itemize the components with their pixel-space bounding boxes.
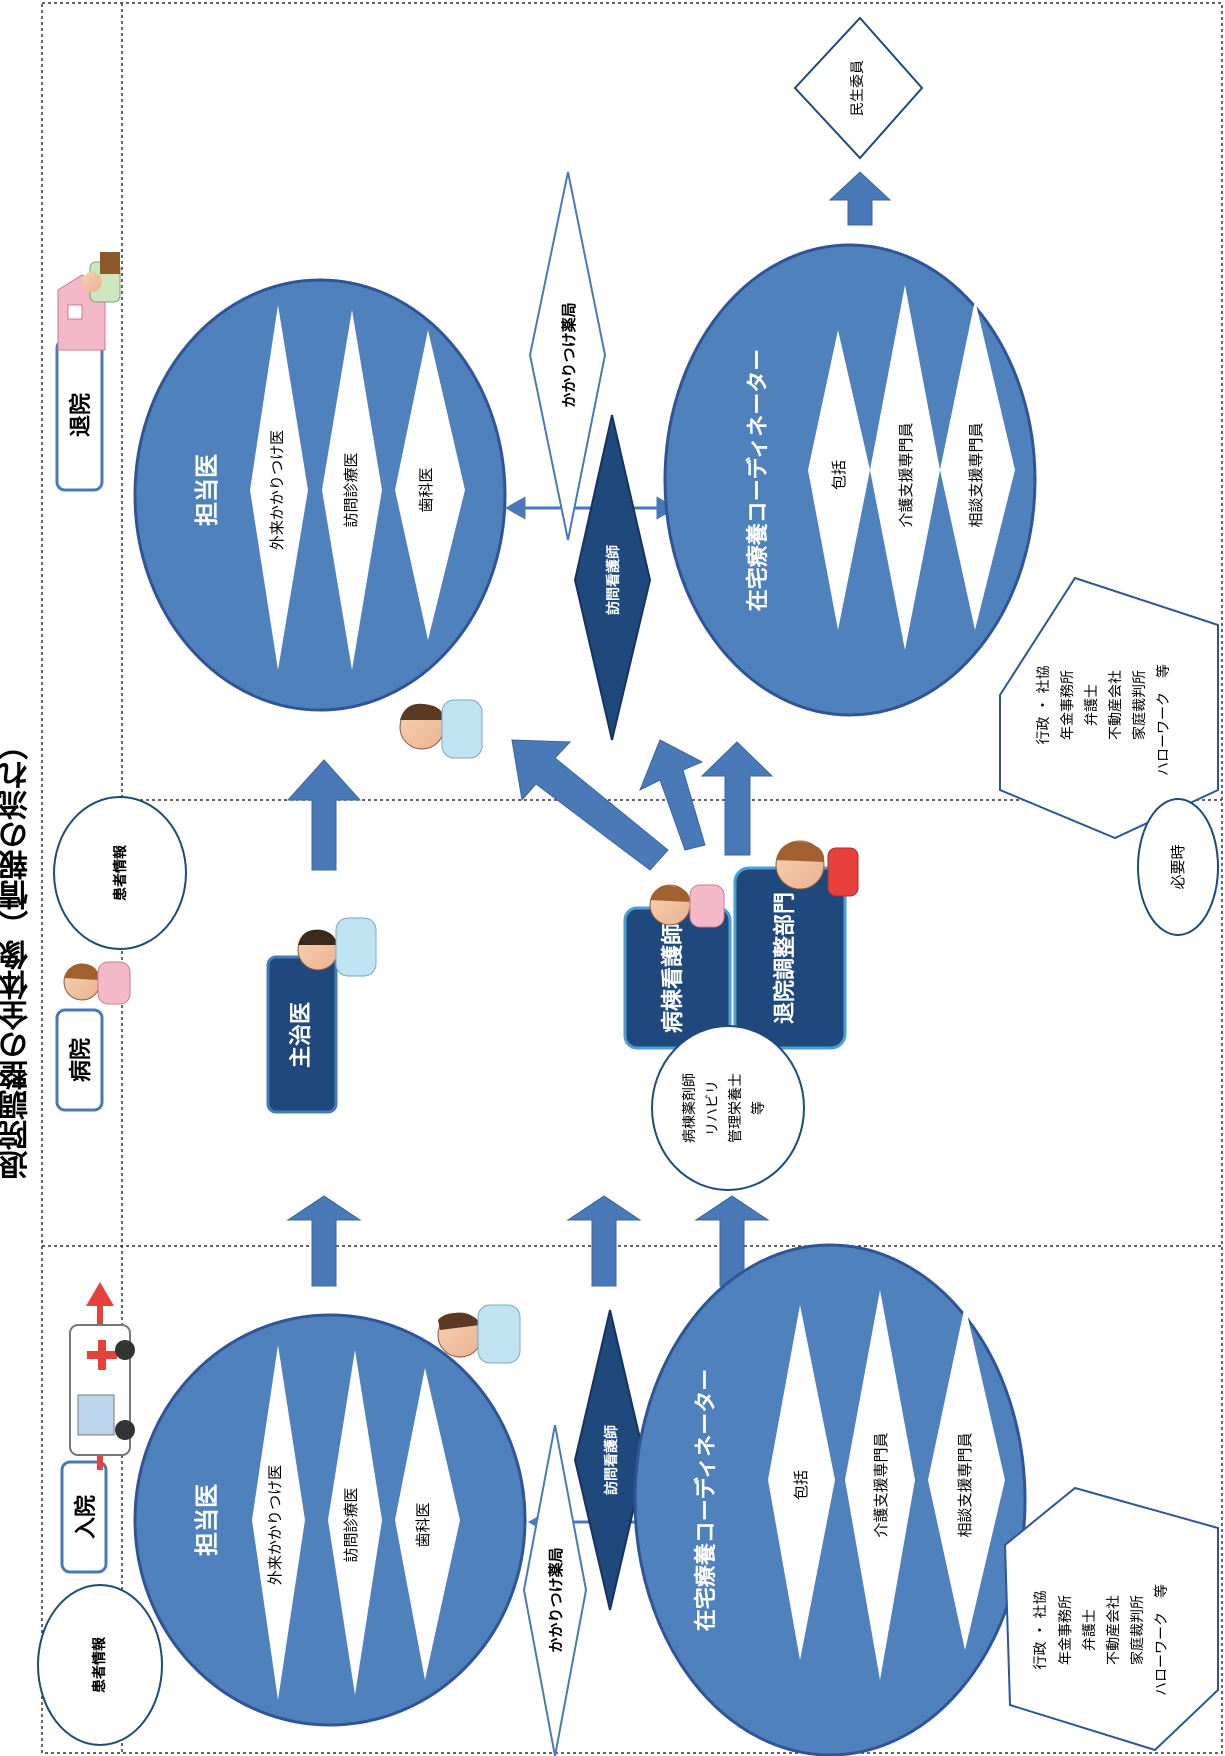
ambulance-icon — [69, 1282, 135, 1470]
admission-doctor-item-2: 歯科医 — [414, 1502, 432, 1547]
nurse-icon — [649, 884, 725, 928]
when-needed-label: 必要時 — [1169, 844, 1187, 889]
welfare-commissioner-label: 民生委員 — [850, 60, 866, 116]
discharge-others-5: ハローワーク 等 — [1155, 664, 1172, 776]
admission-others-5: ハローワーク 等 — [1153, 1584, 1170, 1696]
section-borders — [41, 2, 1223, 1754]
when-needed-ellipse: 必要時 — [1137, 798, 1219, 936]
admission-doctor-item-0: 外来かかりつけ医 — [266, 1465, 284, 1585]
discharge-doctor-title: 担当医 — [193, 454, 221, 526]
doctor-icon — [297, 917, 377, 977]
attending-doctor-box: 主治医 — [266, 955, 338, 1114]
discharge-others-3: 不動産会社 — [1108, 670, 1124, 740]
admission-others-hexagon: 行政 ・ 社協 年金事務所 弁護士 不動産会社 家庭裁判所 ハローワーク 等 — [1003, 1486, 1219, 1752]
hospital-staff-ellipse: 病棟薬剤師 リハビリ 管理栄養士 等 — [651, 1025, 805, 1191]
hospital-patient-info: 患者情報 — [53, 796, 187, 950]
nurse-icon — [775, 840, 859, 897]
discharge-others-4: 家庭裁判所 — [1131, 670, 1148, 740]
discharge-dept-box: 退院調整部門 — [733, 866, 847, 1050]
arrow-care-welfare — [828, 171, 892, 226]
discharge-others-2: 弁護士 — [1084, 684, 1100, 726]
welfare-commissioner-diamond: 民生委員 — [793, 16, 924, 160]
house-icon — [57, 252, 121, 351]
admission-care-title: 在宅療養コーディネーター — [693, 1369, 719, 1631]
hospital-staff-0: 病棟薬剤師 — [682, 1073, 698, 1143]
admission-others-4: 家庭裁判所 — [1129, 1595, 1146, 1665]
admission-patient-info: 患者情報 — [91, 1636, 108, 1693]
discharge-others-0: 行政 ・ 社協 — [1036, 666, 1052, 745]
ward-nurse-label: 病棟看護師 — [660, 923, 686, 1033]
admission-others-1: 年金事務所 — [1058, 1595, 1074, 1665]
discharge-doctor-item-0: 外来かかりつけ医 — [268, 430, 286, 550]
ward-nurse-box: 病棟看護師 — [623, 906, 732, 1050]
discharge-pharmacy: かかりつけ薬局 — [528, 171, 607, 541]
discharge-doctor-item-1: 訪問診療医 — [342, 452, 360, 527]
discharge-care-title: 在宅療養コーディネーター — [745, 349, 771, 611]
discharge-doctor-item-2: 歯科医 — [417, 467, 435, 512]
admission-visiting-nurse: 訪問看護師 — [573, 1309, 647, 1611]
admission-doctor-item-1: 訪問診療医 — [342, 1487, 360, 1562]
discharge-doctor-circle: 担当医 外来かかりつけ医 訪問診療医 歯科医 — [133, 278, 507, 712]
hospital-staff-1: リハビリ — [705, 1080, 721, 1136]
hospital-section-header: 病院 — [55, 1008, 104, 1112]
admission-care-circle: 在宅療養コーディネーター 包括 介護支援専門員 相談支援専門員 — [633, 1243, 1027, 1756]
admission-pharmacy: かかりつけ薬局 — [522, 1424, 588, 1756]
admission-label: 入院 — [73, 1495, 99, 1539]
admission-others-0: 行政 ・ 社協 — [1033, 1591, 1049, 1670]
discharge-section-header: 退院 — [55, 338, 104, 492]
discharge-care-item-1: 介護支援専門員 — [897, 422, 915, 527]
admission-others-2: 弁護士 — [1082, 1609, 1098, 1651]
discharge-pharmacy-label: かかりつけ薬局 — [560, 302, 578, 407]
admission-others-3: 不動産会社 — [1106, 1595, 1122, 1665]
attending-doctor-label: 主治医 — [288, 1002, 314, 1068]
admission-doctor-title: 担当医 — [193, 1484, 221, 1556]
discharge-others-1: 年金事務所 — [1060, 670, 1076, 740]
admission-care-item-1: 介護支援専門員 — [872, 1432, 890, 1537]
nurse-icon — [63, 961, 131, 1005]
arrow-hospital-doctor — [286, 759, 362, 871]
hospital-staff-2: 管理栄養士 — [727, 1073, 744, 1143]
discharge-others-hexagon: 行政 ・ 社協 年金事務所 弁護士 不動産会社 家庭裁判所 ハローワーク 等 — [999, 576, 1219, 840]
flow-arrows — [286, 171, 892, 1287]
admission-section-header: 入院 患者情報 — [37, 1460, 163, 1746]
arrow-dept-care — [700, 741, 774, 856]
admission-pharmacy-label: かかりつけ薬局 — [547, 1547, 565, 1652]
doctor-icon — [399, 699, 483, 759]
discharge-dept-label: 退院調整部門 — [772, 892, 798, 1024]
doctor-icon — [437, 1304, 521, 1364]
admission-care-item-2: 相談支援専門員 — [956, 1432, 974, 1537]
admission-care-item-0: 包括 — [792, 1470, 810, 1500]
arrow-admission-nurse — [566, 1195, 642, 1287]
hospital-label: 病院 — [68, 1038, 94, 1082]
hospital-staff-3: 等 — [750, 1101, 767, 1115]
discharge-visiting-nurse: 訪問看護師 — [573, 414, 652, 741]
discharge-visiting-nurse-label: 訪問看護師 — [605, 545, 622, 615]
discharge-care-item-2: 相談支援専門員 — [967, 422, 985, 527]
arrow-ward-doctor — [511, 739, 669, 871]
admission-doctor-circle: 担当医 外来かかりつけ医 訪問診療医 歯科医 — [133, 1313, 527, 1727]
arrow-admission-doctor — [286, 1195, 362, 1287]
arrow-ward-nurse — [639, 739, 706, 851]
discharge-care-circle: 在宅療養コーディネーター 包括 介護支援専門員 相談支援専門員 — [663, 243, 1037, 717]
admission-visiting-nurse-label: 訪問看護師 — [603, 1425, 620, 1495]
discharge-label: 退院 — [68, 393, 94, 437]
hospital-patient-info-label: 患者情報 — [112, 844, 129, 901]
discharge-care-item-0: 包括 — [830, 460, 848, 490]
